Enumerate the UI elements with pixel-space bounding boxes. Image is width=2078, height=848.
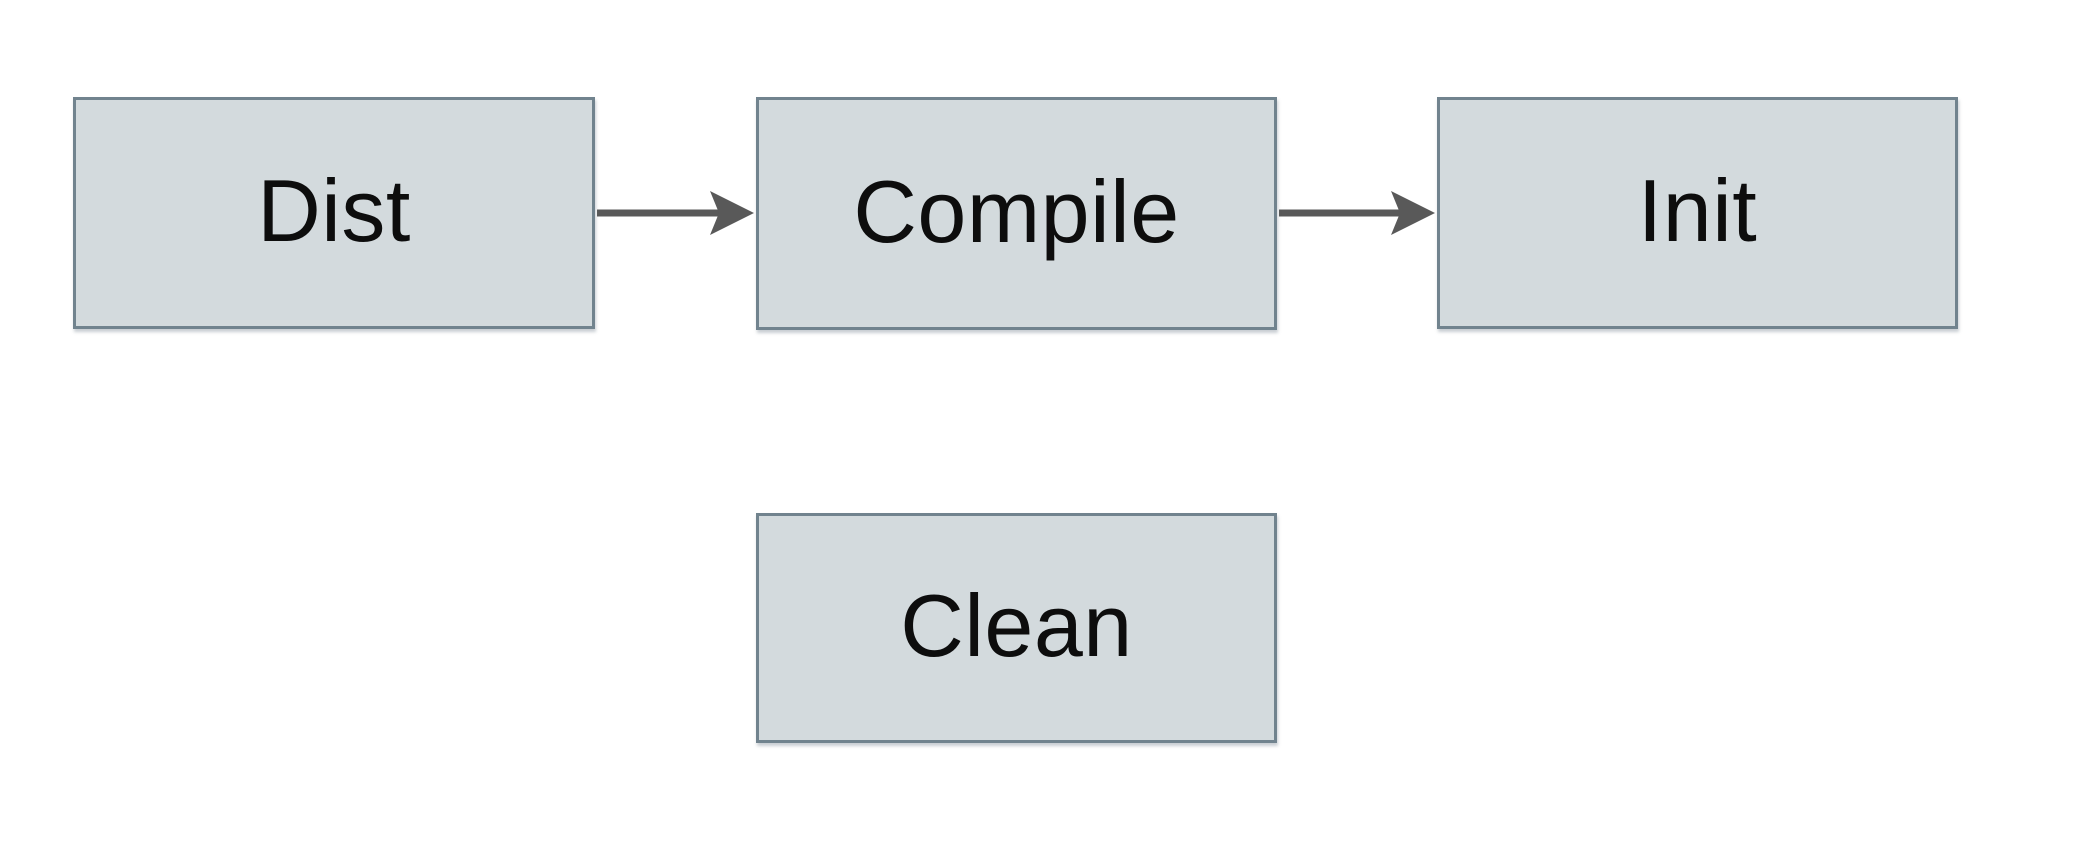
arrow-dist-to-compile <box>597 191 754 235</box>
node-dist-label: Dist <box>257 161 411 260</box>
node-dist[interactable]: Dist <box>73 97 595 329</box>
node-clean-label: Clean <box>900 576 1133 675</box>
node-clean[interactable]: Clean <box>756 513 1277 743</box>
arrow-compile-to-init <box>1279 191 1435 235</box>
node-compile-label: Compile <box>853 161 1180 261</box>
node-init[interactable]: Init <box>1437 97 1958 329</box>
node-compile[interactable]: Compile <box>756 97 1277 330</box>
node-init-label: Init <box>1637 161 1758 260</box>
